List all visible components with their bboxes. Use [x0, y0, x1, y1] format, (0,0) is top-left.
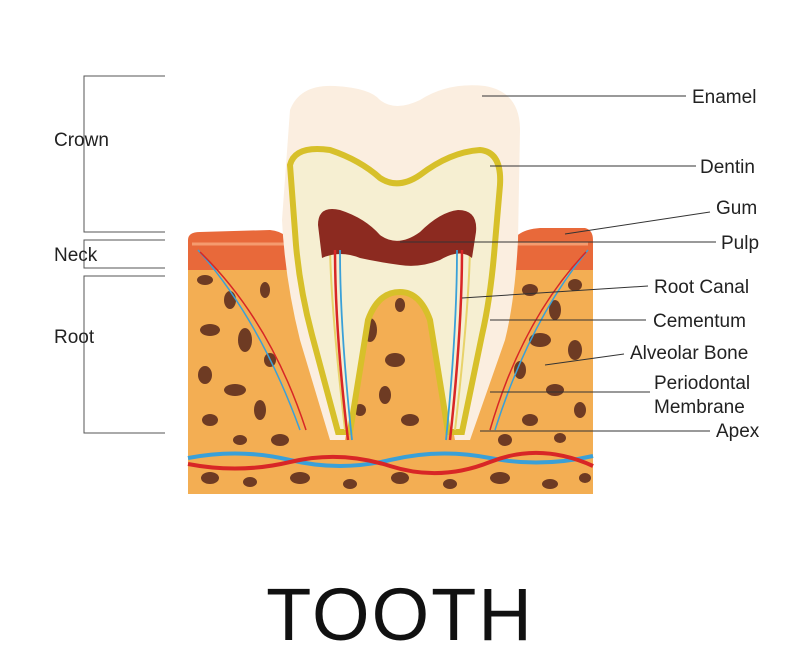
diagram-title: TOOTH — [266, 573, 534, 656]
dentin-label: Dentin — [700, 157, 755, 178]
root-label: Root — [54, 327, 95, 348]
membrane-label: Membrane — [654, 397, 745, 418]
gum-tissue — [188, 228, 593, 270]
apex-label: Apex — [716, 421, 760, 442]
pulp-label: Pulp — [721, 233, 759, 254]
crown-label: Crown — [54, 130, 109, 151]
bone-spots — [197, 275, 591, 489]
nerves-and-vessels — [187, 249, 594, 476]
pulp-chamber — [318, 209, 477, 266]
region-brackets — [83, 75, 165, 434]
cementum-label: Cementum — [653, 311, 746, 332]
neck-label: Neck — [54, 245, 98, 266]
gum-label: Gum — [716, 198, 757, 219]
periodontal-label: Periodontal — [654, 373, 750, 394]
alveolar-bone-label: Alveolar Bone — [630, 343, 748, 364]
root-canal-label: Root Canal — [654, 277, 749, 298]
enamel-label: Enamel — [692, 87, 756, 108]
leader-lines — [400, 95, 716, 432]
